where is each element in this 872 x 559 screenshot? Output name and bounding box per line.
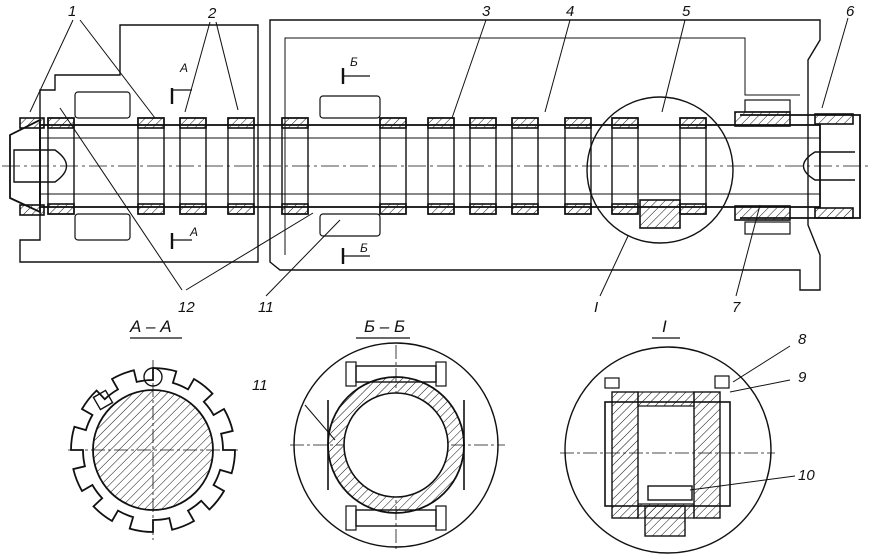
label-part-8: 8 — [798, 331, 807, 348]
journal-hatch — [379, 203, 407, 215]
journal-hatch — [47, 117, 75, 129]
journal-hatch — [137, 117, 165, 129]
hollow-shaft-bore — [343, 392, 449, 498]
label-part-1: 1 — [68, 3, 76, 20]
journal-hatch — [379, 117, 407, 129]
journal-hatch — [179, 203, 207, 215]
section-marks — [170, 68, 370, 264]
detail-i-view — [560, 337, 796, 554]
detail-i-title: I — [662, 317, 667, 336]
journal-hatch — [564, 203, 592, 215]
section-b-b — [290, 337, 505, 550]
section-a-top-letter: А — [179, 61, 188, 75]
detail-i-circle — [586, 96, 734, 244]
label-part-5: 5 — [682, 3, 691, 20]
shaft-cross-section — [92, 389, 214, 511]
journal-hatch — [469, 203, 497, 215]
journal-hatch — [679, 117, 707, 129]
label-part-11-section: 11 — [252, 377, 268, 394]
section-b-bottom-letter: Б — [360, 241, 368, 255]
journal-hatch — [511, 203, 539, 215]
label-part-11-main: 11 — [258, 299, 274, 316]
bearing-caps — [74, 91, 381, 241]
label-detail-i-ref: I — [594, 299, 598, 316]
label-part-9: 9 — [798, 369, 807, 386]
journal-hatch — [469, 117, 497, 129]
right-shaft-end — [734, 99, 861, 235]
section-b-b-title: Б – Б — [364, 317, 405, 336]
journal-group — [47, 117, 707, 215]
journal-hatch — [281, 203, 309, 215]
label-part-6: 6 — [846, 3, 855, 20]
section-b-top-letter: Б — [350, 55, 358, 69]
slotted-nut-outline — [70, 367, 236, 533]
leader-lines — [29, 17, 849, 297]
journal-hatch — [611, 203, 639, 215]
label-part-12: 12 — [178, 299, 195, 316]
section-a-a-title: А – А — [129, 317, 172, 336]
journal-hatch — [227, 203, 255, 215]
journal-hatch — [227, 117, 255, 129]
main-view — [2, 19, 868, 291]
journal-hatch — [427, 117, 455, 129]
journal-hatch — [679, 203, 707, 215]
housing-right-outline — [269, 19, 821, 291]
housing-left-outline — [19, 24, 259, 263]
housing-inner-line — [284, 37, 800, 255]
label-part-10: 10 — [798, 467, 815, 484]
journal-hatch — [47, 203, 75, 215]
label-part-3: 3 — [482, 3, 491, 20]
journal-hatch — [179, 117, 207, 129]
label-part-7: 7 — [732, 299, 741, 316]
journal-hatch — [281, 117, 309, 129]
label-part-4: 4 — [566, 3, 574, 20]
journal-hatch — [511, 117, 539, 129]
journal-hatch — [427, 203, 455, 215]
journal-hatch — [564, 117, 592, 129]
detail-i-key — [639, 199, 681, 229]
journal-hatch — [137, 203, 165, 215]
detail-i-enlarged-circle — [564, 346, 772, 554]
journal-hatch — [611, 117, 639, 129]
section-a-bottom-letter: А — [189, 225, 198, 239]
left-shaft-end — [9, 117, 68, 216]
section-a-a — [68, 337, 238, 540]
label-part-2: 2 — [207, 5, 217, 22]
